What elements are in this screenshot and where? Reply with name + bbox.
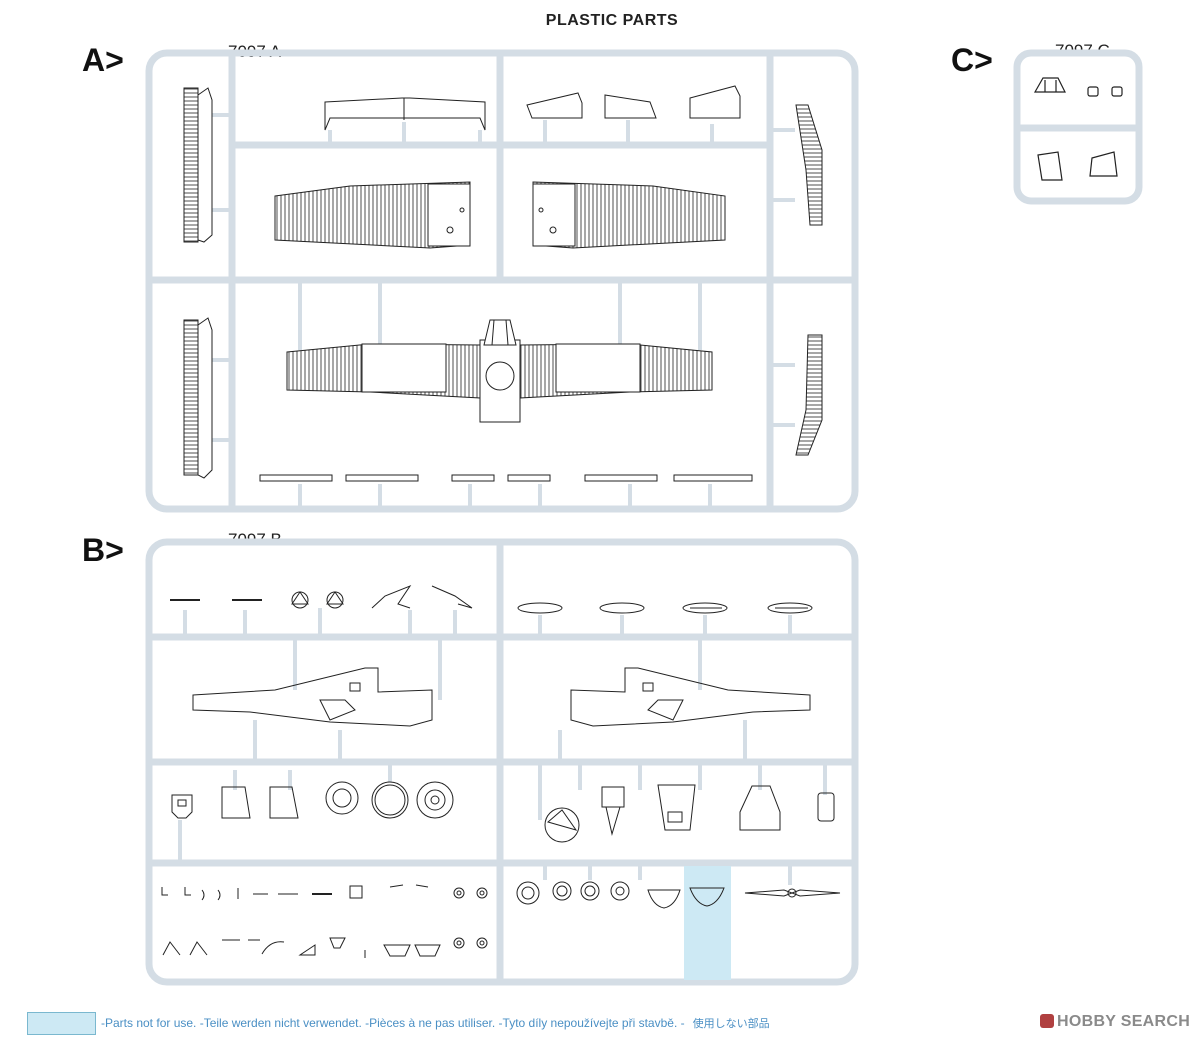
hobby-search-logo-icon xyxy=(1040,1014,1054,1028)
legend-text: -Parts not for use. -Teile werden nicht … xyxy=(101,1015,770,1031)
sprue-c-frame xyxy=(1013,49,1143,205)
sprue-b-letter: B> xyxy=(82,532,124,568)
sprue-a-frame xyxy=(145,49,859,513)
legend-text-main: -Parts not for use. -Teile werden nicht … xyxy=(101,1016,685,1030)
sprue-c-letter: C> xyxy=(951,42,993,78)
parts-drawing xyxy=(145,49,1143,986)
sprue-b-gates xyxy=(178,608,827,885)
sprue-a-letter: A> xyxy=(82,42,124,78)
sprue-a-parts xyxy=(183,85,823,482)
sprue-c-parts xyxy=(1033,77,1123,181)
watermark: HOBBY SEARCH xyxy=(1040,1013,1190,1031)
sprue-b-parts xyxy=(161,584,841,958)
not-used-highlight xyxy=(684,866,731,980)
sprue-b-frame xyxy=(145,538,859,986)
watermark-text: HOBBY SEARCH xyxy=(1057,1013,1191,1030)
legend-text-jp: 使用しない部品 xyxy=(692,1017,770,1030)
page-title: PLASTIC PARTS xyxy=(545,12,679,29)
sprue-a-gates xyxy=(212,113,795,509)
legend-swatch xyxy=(27,1012,96,1035)
